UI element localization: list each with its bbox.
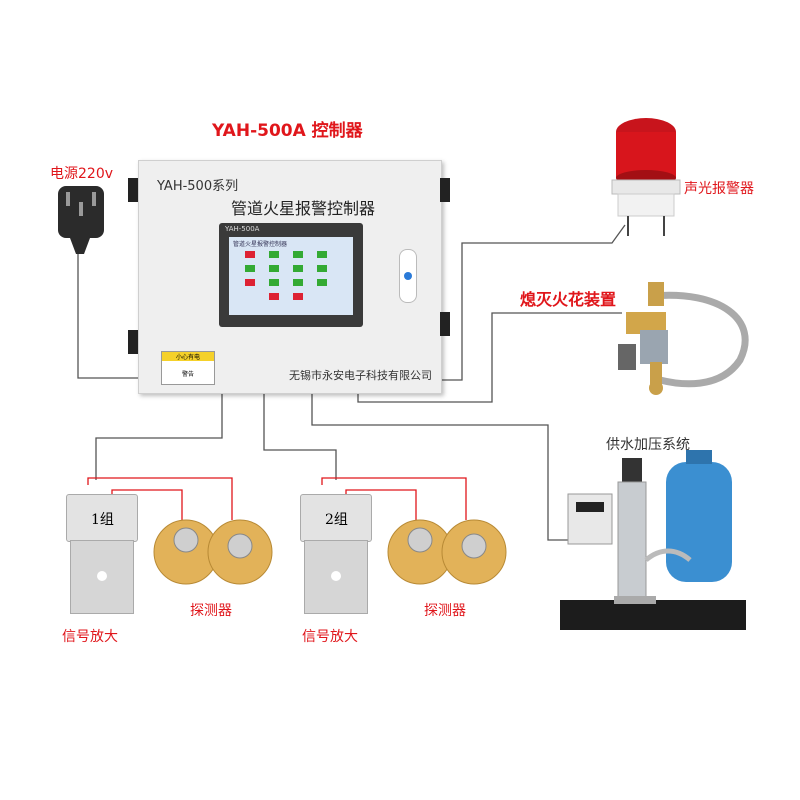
controller-series: YAH-500系列 [157,179,239,194]
alarm-label: 声光报警器 [684,181,754,197]
group1-wire [95,392,223,480]
amplifier-bracket [304,540,368,614]
group1-red-wire-2 [111,489,183,520]
hinge [128,330,138,354]
warning-sticker-bottom: 警告 [181,371,194,378]
bracket-hole [331,571,341,581]
hinge [440,312,450,336]
group2-red-wire [321,477,467,520]
amplifier-label: 信号放大 [302,629,358,645]
hinge [440,178,450,202]
screen-indicators [245,251,327,300]
controller-name: 管道火星报警控制器 [231,199,376,218]
warning-sticker: 小心有电 警告 [161,351,215,385]
cabinet-handle [399,249,417,303]
handle-lock-icon [404,272,412,280]
group1-red-wire [87,477,233,520]
pump-wire [311,392,576,541]
hinge [128,178,138,202]
group2-wire [263,392,337,480]
detector-label: 探测器 [424,603,466,619]
pump-label: 供水加压系统 [606,437,690,453]
amplifier-bracket [70,540,134,614]
group2-red-wire-2 [345,489,417,520]
warning-sticker-top: 小心有电 [162,352,214,361]
screen-model: YAH-500A [225,225,260,233]
controller-cabinet: YAH-500系列 管道火星报警控制器 YAH-500A 管道火星报警控制器 小… [138,160,442,394]
controller-screen: YAH-500A 管道火星报警控制器 [219,223,363,327]
amplifier-box: 2组 [300,494,372,542]
amplifier-box: 1组 [66,494,138,542]
alarm-wire [432,224,626,381]
extinguisher-wire [357,312,622,403]
amplifier-label: 信号放大 [62,629,118,645]
bracket-hole [97,571,107,581]
screen-header: 管道火星报警控制器 [233,241,288,248]
extinguisher-label: 熄灭火花装置 [520,290,617,309]
power-label: 电源220v [50,166,114,182]
power-wire [77,252,148,379]
detector-label: 探测器 [190,603,232,619]
diagram-title: YAH-500A 控制器 [212,121,363,141]
company-name: 无锡市永安电子科技有限公司 [289,369,432,382]
group-box-label: 1组 [91,512,114,528]
screen-display: 管道火星报警控制器 [229,237,353,315]
group-box-label: 2组 [325,512,348,528]
